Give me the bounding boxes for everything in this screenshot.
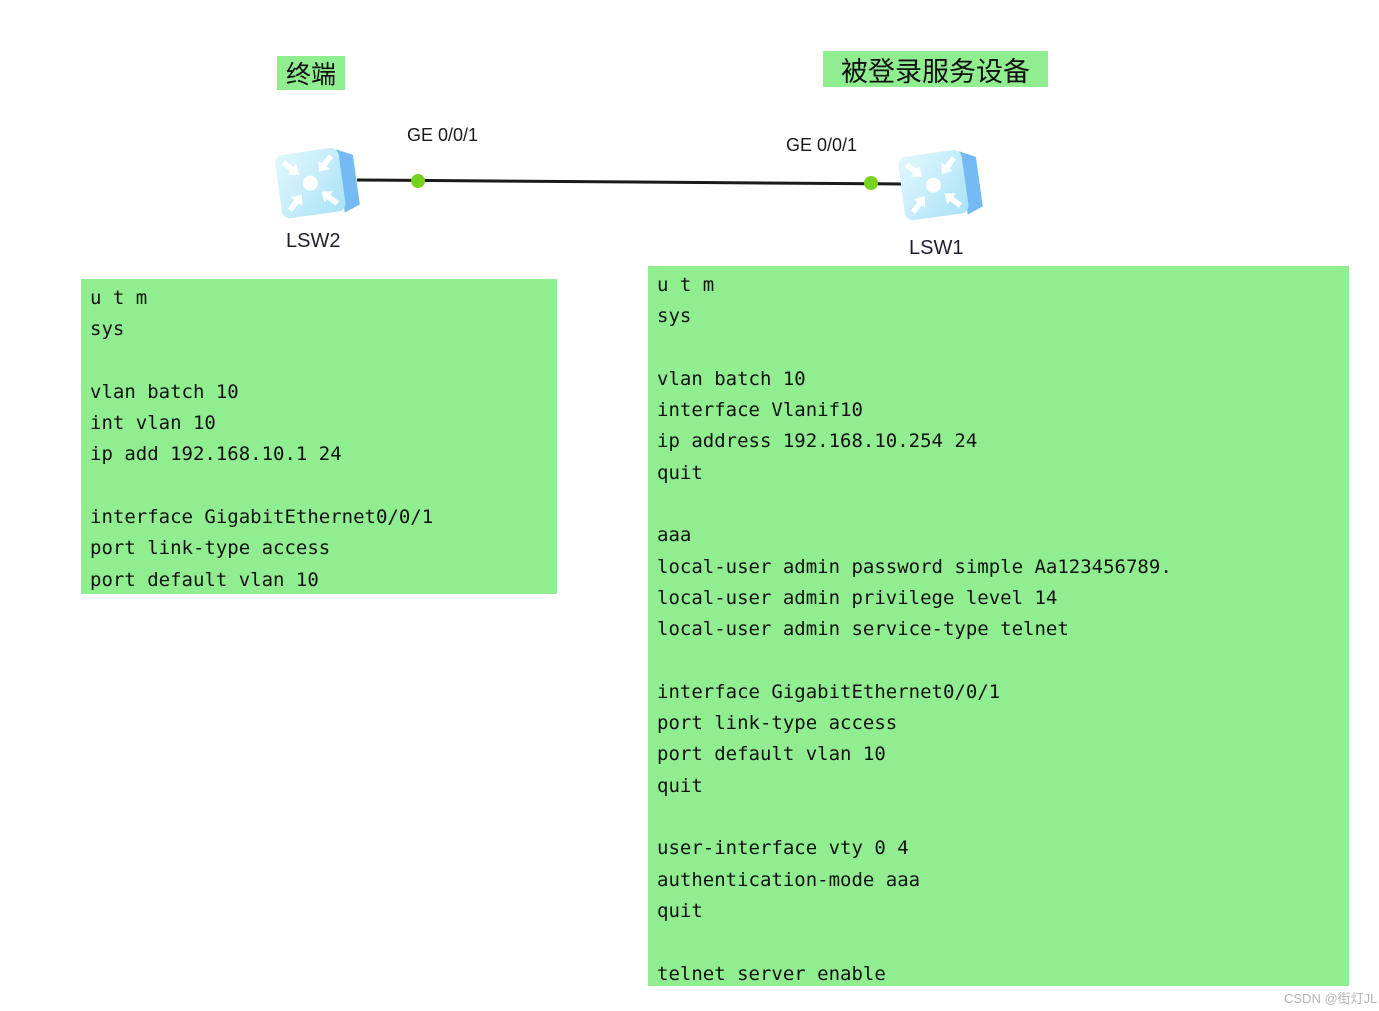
switch-icon-lsw1[interactable] [895,138,989,224]
device-name-lsw1: LSW1 [909,237,964,259]
link-line [356,178,903,186]
switch-icon-lsw2[interactable] [272,136,366,222]
config-note-lsw2: u t m sys vlan batch 10 int vlan 10 ip a… [81,279,557,594]
terminal-annotation: 终端 [277,56,345,90]
switch-side-face [335,149,360,213]
port-label-lsw2: GE 0/0/1 [407,125,479,145]
server-annotation-text: 被登录服务设备 [841,56,1030,87]
server-annotation: 被登录服务设备 [823,51,1048,87]
switch-center-dot [302,175,318,191]
switch-side-face [958,151,983,215]
config-text-lsw2: u t m sys vlan batch 10 int vlan 10 ip a… [90,287,434,591]
csdn-watermark: CSDN @街灯JL [1278,986,1379,1009]
port-label-lsw1: GE 0/0/1 [786,135,858,155]
device-name-lsw2: LSW2 [286,230,341,252]
ethernet-link [356,174,903,190]
config-text-lsw1: u t m sys vlan batch 10 interface Vlanif… [657,274,1172,985]
port-up-dot-right [864,176,878,190]
terminal-annotation-text: 终端 [285,61,336,89]
config-note-lsw1: u t m sys vlan batch 10 interface Vlanif… [648,266,1349,986]
switch-center-dot [925,177,941,193]
port-up-dot-left [411,174,425,188]
